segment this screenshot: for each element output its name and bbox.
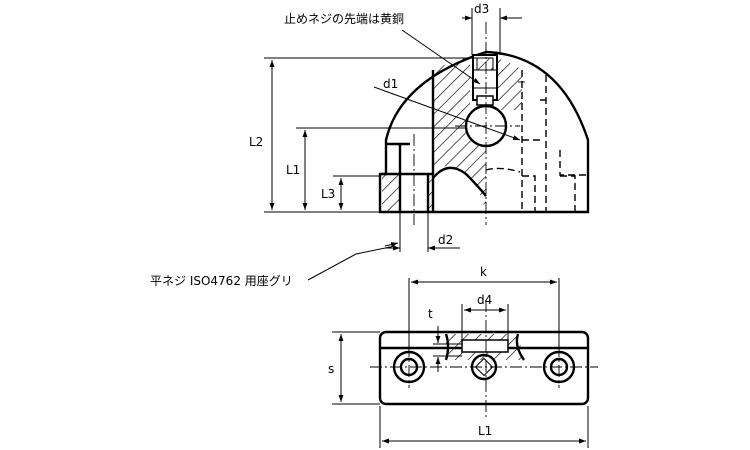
top-view	[370, 300, 598, 420]
dim-L3-label: L3	[321, 187, 335, 201]
step-lines	[382, 70, 435, 212]
top-dimension-lines	[332, 278, 589, 448]
relief-cavity	[433, 166, 486, 212]
dim-L2-label: L2	[249, 135, 263, 149]
note-set-screw: 止めネジの先端は黄銅	[284, 12, 404, 26]
top-section-break	[444, 333, 525, 361]
brass-tip	[476, 95, 494, 106]
section-hatch-right	[497, 58, 522, 110]
dim-L1-bottom-label: L1	[478, 424, 492, 438]
hidden-lines	[521, 70, 588, 212]
dim-d1-label: d1	[383, 77, 398, 91]
dim-d3-label: d3	[474, 2, 489, 16]
note-counterbore: 平ネジ ISO4762 用座グリ	[150, 273, 293, 288]
dim-d4-label: d4	[477, 293, 492, 307]
counterbore-section	[398, 144, 430, 212]
dim-L1-label: L1	[286, 163, 300, 177]
top-view-outline	[378, 330, 590, 406]
screw-socket	[476, 57, 494, 71]
hidden-relief-curve	[485, 167, 521, 173]
dim-s-label: s	[328, 362, 334, 376]
dim-d1-leader	[373, 86, 521, 141]
front-section-view	[378, 22, 590, 225]
top-section-bore	[461, 339, 509, 353]
dim-t-label: t	[428, 307, 433, 321]
note-counterbore-leader	[307, 245, 396, 281]
top-screw-hex	[474, 357, 494, 377]
relief-curve	[432, 166, 487, 197]
front-extension-lines	[264, 8, 501, 252]
note-screw-leader	[401, 29, 481, 85]
dim-d2-label: d2	[438, 233, 453, 247]
screw-thread-lines	[473, 69, 497, 89]
dim-k-label: k	[480, 265, 487, 279]
front-dimension-lines	[269, 15, 522, 281]
